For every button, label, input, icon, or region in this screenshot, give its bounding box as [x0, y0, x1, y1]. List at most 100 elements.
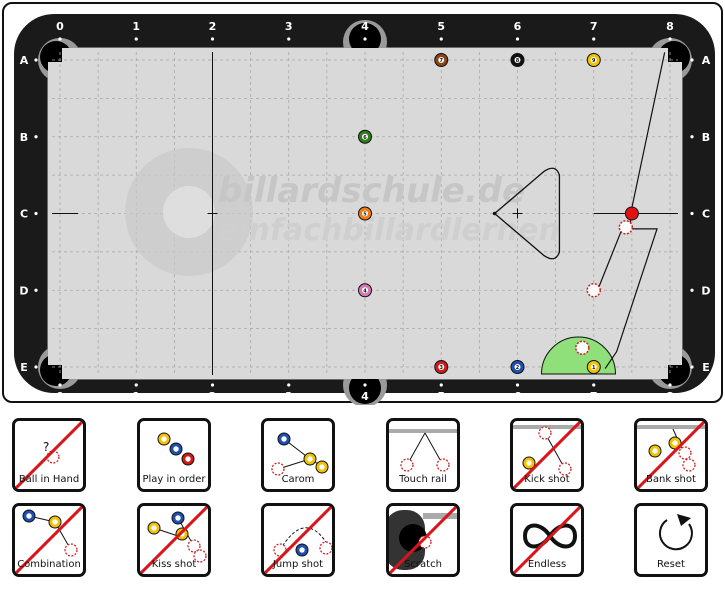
- diamond-top: [515, 37, 520, 41]
- column-label-bottom: 4: [361, 390, 369, 403]
- disabled-slash-icon: [513, 421, 581, 489]
- diamond-right: [690, 211, 694, 216]
- scratch-button[interactable]: Scratch: [386, 503, 460, 577]
- cue-ball-icon: [187, 539, 201, 553]
- row-label-left: B: [20, 131, 28, 144]
- kick-shot-button[interactable]: Kick shot: [510, 418, 584, 492]
- ball-3-icon-dot: [185, 456, 191, 462]
- column-label-bottom: 1: [132, 390, 140, 403]
- cue-ball-icon: [678, 446, 692, 460]
- cue-ball-icon: [682, 458, 696, 472]
- ball-icon-dot: [319, 464, 325, 470]
- ball-number-label: 2: [516, 365, 520, 371]
- object-ball-red: [624, 206, 639, 221]
- carom-button[interactable]: Carom: [261, 418, 335, 492]
- column-label-bottom: 2: [209, 390, 217, 403]
- ghost-ball-contact: [618, 220, 634, 235]
- ball-icon-dot: [307, 456, 313, 462]
- ball-number-label: 3: [440, 365, 444, 371]
- cue-ball-path: [597, 227, 624, 291]
- icon-line: [406, 432, 426, 466]
- column-label-top: 1: [132, 20, 140, 33]
- reset-button[interactable]: Reset: [634, 503, 708, 577]
- diamond-bottom: [668, 383, 672, 387]
- disabled-slash-icon: [15, 506, 83, 574]
- column-label-bottom: 5: [437, 390, 445, 403]
- column-label-top: 7: [590, 20, 598, 33]
- cue-ball-icon: [271, 462, 285, 476]
- endless-button[interactable]: Endless: [510, 503, 584, 577]
- diamond-right: [690, 365, 694, 369]
- touch-rail-button[interactable]: Touch rail: [386, 418, 460, 492]
- row-label-right: E: [702, 361, 710, 374]
- shot-path: [604, 52, 666, 369]
- ball-icon-dot: [299, 547, 305, 553]
- column-label-bottom: 0: [56, 390, 64, 403]
- ball-icon-dot: [281, 436, 287, 442]
- diamond-top: [58, 37, 62, 41]
- ball-in-hand-button[interactable]: ?Ball in Hand: [12, 418, 86, 492]
- ball-icon-dot: [26, 513, 32, 519]
- ball-icon-dot: [52, 519, 58, 525]
- ball-number-dot: [514, 364, 521, 370]
- play-in-order-button[interactable]: Play in order: [137, 418, 211, 492]
- diamond-bottom: [58, 383, 62, 387]
- column-label-top: 5: [437, 20, 445, 33]
- icon-line: [424, 432, 444, 466]
- ball-icon-dot: [175, 515, 181, 521]
- question-mark-icon: ?: [43, 440, 49, 454]
- cue-ball-icon: [558, 462, 572, 476]
- column-label-top: 8: [666, 20, 674, 33]
- bank-shot-icon: [637, 421, 705, 489]
- ball-number-label: 8: [516, 58, 520, 64]
- bank-shot-button[interactable]: Bank shot: [634, 418, 708, 492]
- button-label: Scratch: [404, 559, 442, 570]
- column-label-top: 6: [514, 20, 522, 33]
- reset-arrow-icon: [658, 519, 693, 551]
- reset-arrowhead-icon: [677, 514, 691, 526]
- button-label: Combination: [17, 559, 81, 570]
- column-label-bottom: 8: [666, 390, 674, 403]
- diamond-bottom: [515, 383, 520, 387]
- cue-ball-icon: [64, 543, 78, 557]
- ball-icon-dot: [526, 460, 532, 466]
- diamond-right: [690, 135, 694, 139]
- diamond-bottom: [592, 383, 596, 387]
- disabled-slash-icon: [637, 421, 705, 489]
- ball-icon-dot: [672, 440, 678, 446]
- cue-ball-icon: [436, 458, 450, 472]
- kick-shot-icon: [513, 421, 581, 489]
- ball-number-dot: [438, 57, 445, 63]
- row-label-right: D: [701, 284, 710, 297]
- cue-ball: [575, 340, 590, 356]
- button-label: Touch rail: [399, 474, 447, 485]
- row-label-right: C: [702, 208, 710, 221]
- ball-icon-dot: [151, 525, 157, 531]
- column-label-bottom: 3: [285, 390, 293, 403]
- kiss-shot-icon: [140, 506, 208, 574]
- disabled-slash-icon: [264, 506, 332, 574]
- ball-number-label: 6: [363, 135, 367, 141]
- diamond-top: [134, 37, 138, 41]
- diamond-bottom: [134, 383, 138, 387]
- icon-line: [544, 432, 566, 470]
- diamond-bottom: [363, 383, 367, 387]
- column-label-top: 3: [285, 20, 293, 33]
- column-label-bottom: 6: [514, 390, 522, 403]
- ball-number-dot: [362, 133, 368, 140]
- diamond-left: [34, 365, 38, 369]
- jump-shot-button[interactable]: Jump shot: [261, 503, 335, 577]
- kiss-shot-button[interactable]: Kiss shot: [137, 503, 211, 577]
- watermark-title: billardschule.de: [218, 171, 525, 211]
- ball-2-icon-dot: [173, 446, 179, 452]
- cue-ball-icon: [319, 541, 332, 555]
- diamond-top: [592, 37, 596, 41]
- diamond-top: [287, 37, 291, 41]
- ball-number-dot: [590, 364, 597, 370]
- watermark-subtitle: einfachbillardlernen: [218, 213, 560, 248]
- diamond-right: [690, 58, 694, 62]
- ball-number-dot: [514, 57, 521, 63]
- combination-button[interactable]: Combination: [12, 503, 86, 577]
- disabled-slash-icon: [15, 421, 83, 489]
